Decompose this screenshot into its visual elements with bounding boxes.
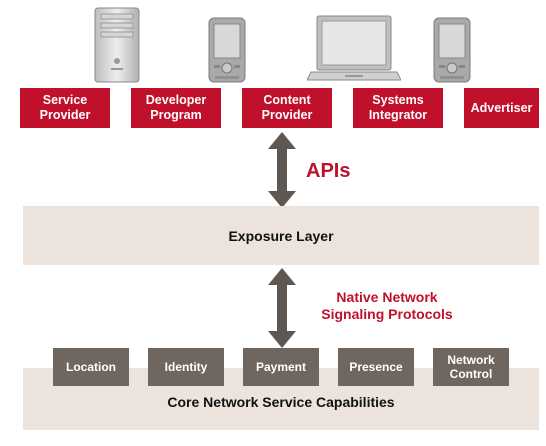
- core-layer-label: Core Network Service Capabilities: [167, 394, 395, 410]
- exposure-layer: Exposure Layer: [23, 206, 539, 265]
- entity-label-line2: Provider: [261, 108, 313, 122]
- exposure-layer-label: Exposure Layer: [228, 228, 334, 244]
- capability-label: Payment: [255, 360, 307, 374]
- entity-label-line1: Developer: [145, 93, 207, 107]
- pda-phone-icon: [207, 16, 247, 84]
- apis-double-arrow: [268, 132, 296, 208]
- entity-label-line1: Content: [263, 93, 311, 107]
- entity-label-line2: Integrator: [368, 108, 428, 122]
- capability-location: Location: [53, 348, 129, 386]
- apis-label: APIs: [306, 160, 351, 182]
- capability-label-line2: Control: [449, 367, 493, 381]
- protocols-label: Native Network Signaling Protocols: [312, 289, 462, 323]
- protocols-label-line2: Signaling Protocols: [321, 306, 453, 322]
- pda-phone-icon: [432, 16, 472, 84]
- entity-label-line1: Advertiser: [470, 100, 533, 115]
- desktop-tower-icon: [93, 6, 141, 84]
- capability-presence: Presence: [338, 348, 414, 386]
- advertiser-box: Advertiser: [464, 88, 539, 128]
- entity-label-line1: Systems: [372, 93, 424, 107]
- protocols-double-arrow: [268, 268, 296, 348]
- capability-label-line1: Network: [447, 353, 495, 367]
- capability-payment: Payment: [243, 348, 319, 386]
- capability-label: Location: [66, 360, 116, 374]
- entity-label-line2: Program: [150, 108, 202, 122]
- entity-label-line2: Provider: [39, 108, 91, 122]
- protocols-label-line1: Native Network: [336, 289, 438, 305]
- laptop-icon: [306, 14, 402, 84]
- capability-label: Presence: [349, 360, 403, 374]
- capability-label: Identity: [164, 360, 208, 374]
- entity-label-line1: Service: [42, 93, 88, 107]
- capability-identity: Identity: [148, 348, 224, 386]
